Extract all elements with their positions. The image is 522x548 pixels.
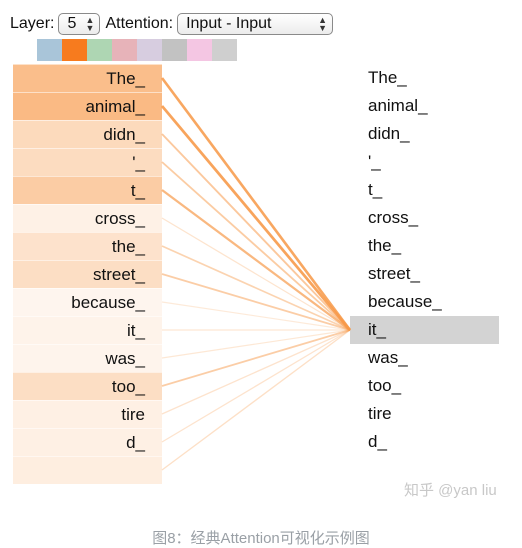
attention-line (161, 133, 351, 331)
layer-select-value: 5 (67, 15, 77, 32)
attention-label: Attention: (105, 15, 174, 32)
left-token[interactable]: street_ (13, 260, 162, 288)
head-swatch-2[interactable] (87, 39, 112, 61)
left-token[interactable]: animal_ (13, 92, 162, 120)
head-swatch-0[interactable] (37, 39, 62, 61)
attention-line (161, 189, 351, 331)
attention-line (161, 301, 351, 331)
attention-line (161, 161, 351, 331)
attention-line (161, 329, 351, 471)
right-token[interactable]: tire (368, 404, 392, 423)
toolbar: Layer: 5 ▲▼ Attention: Input - Input ▲▼ (10, 12, 338, 36)
right-token[interactable]: was_ (368, 348, 408, 367)
right-token[interactable]: didn_ (368, 124, 410, 143)
head-swatch-7[interactable] (212, 39, 237, 61)
attention-line (161, 329, 351, 387)
attention-line (161, 329, 351, 415)
head-swatch-1[interactable] (62, 39, 87, 61)
left-token[interactable]: too_ (13, 372, 162, 400)
left-token[interactable] (13, 456, 162, 484)
attention-line (161, 217, 351, 331)
head-swatch-6[interactable] (187, 39, 212, 61)
left-token[interactable]: the_ (13, 232, 162, 260)
right-token[interactable]: cross_ (368, 208, 419, 227)
right-token[interactable]: '_ (368, 152, 381, 171)
watermark: 知乎 @yan liu (404, 482, 497, 499)
left-token[interactable]: it_ (13, 316, 162, 344)
left-token[interactable]: cross_ (13, 204, 162, 232)
left-token[interactable]: tire (13, 400, 162, 428)
left-token-list: The_animal_didn_'_t_cross_the_street_bec… (13, 64, 162, 484)
updown-arrows-icon: ▲▼ (318, 15, 328, 33)
left-token[interactable]: t_ (13, 176, 162, 204)
right-token-selected[interactable]: it_ (350, 316, 499, 344)
layer-select[interactable]: 5 ▲▼ (58, 13, 101, 35)
right-token[interactable]: too_ (368, 376, 402, 395)
attention-line (160, 77, 352, 331)
left-token[interactable]: The_ (13, 64, 162, 92)
head-swatch-4[interactable] (137, 39, 162, 61)
right-token[interactable]: t_ (368, 180, 383, 199)
right-token[interactable]: The_ (368, 68, 407, 87)
left-token[interactable]: didn_ (13, 120, 162, 148)
attention-line (161, 329, 351, 359)
attention-line (161, 273, 351, 331)
attention-select[interactable]: Input - Input ▲▼ (177, 13, 334, 35)
layer-label: Layer: (10, 15, 55, 32)
left-token[interactable]: because_ (13, 288, 162, 316)
attention-line (160, 105, 352, 331)
right-token-list: The_ animal_ didn_ '_ t_ cross_ the_ street_bec… (350, 64, 499, 456)
figure-caption: 图8：经典Attention可视化示例图 (152, 530, 370, 547)
right-token[interactable]: street_ (368, 264, 420, 283)
updown-arrows-icon: ▲▼ (85, 15, 95, 33)
left-token[interactable]: was_ (13, 344, 162, 372)
right-token[interactable]: d_ (368, 432, 387, 451)
head-swatch-3[interactable] (112, 39, 137, 61)
attention-line (161, 329, 351, 443)
attention-head-swatches (37, 39, 237, 61)
attention-select-value: Input - Input (186, 15, 272, 32)
left-token[interactable]: d_ (13, 428, 162, 456)
head-swatch-5[interactable] (162, 39, 187, 61)
attention-line (161, 245, 351, 331)
right-token[interactable]: because_ (368, 292, 442, 311)
right-token[interactable]: animal_ (368, 96, 428, 115)
left-token[interactable]: '_ (13, 148, 162, 176)
right-token[interactable]: the_ (368, 236, 402, 255)
